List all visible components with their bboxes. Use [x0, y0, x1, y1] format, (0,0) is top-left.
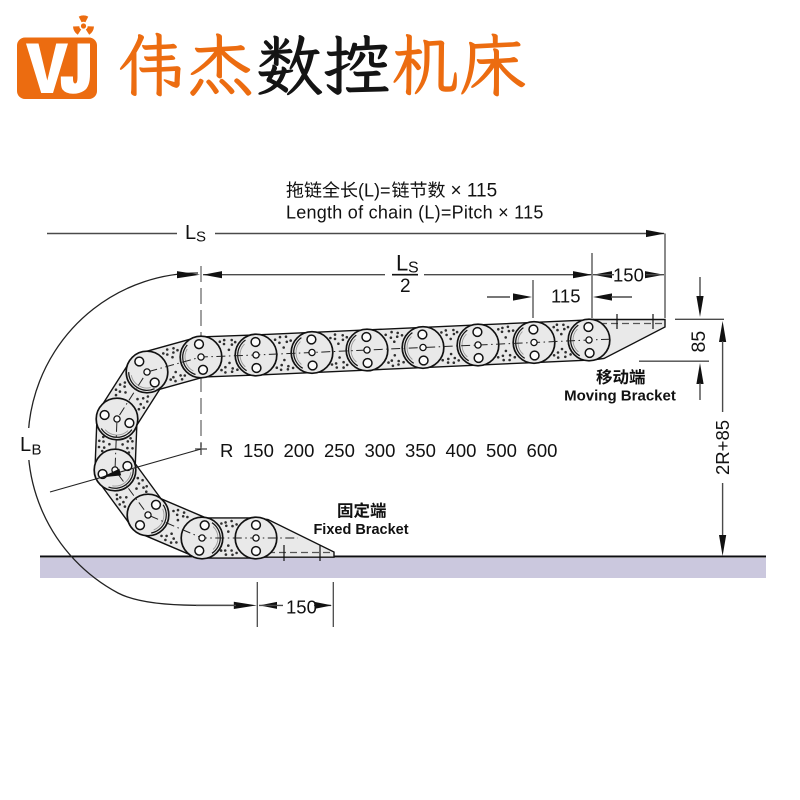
svg-text:S: S [408, 260, 419, 277]
svg-text:S: S [196, 229, 206, 246]
svg-text:Fixed Bracket: Fixed Bracket [313, 522, 408, 538]
svg-text:Moving Bracket: Moving Bracket [564, 388, 676, 405]
svg-text:× 115: × 115 [451, 181, 498, 202]
svg-text:L: L [20, 434, 31, 456]
svg-text:Length of chain (L)=Pitch × 11: Length of chain (L)=Pitch × 115 [286, 203, 544, 223]
svg-text:85: 85 [688, 331, 710, 353]
svg-text:R 150 200 250 300 350 400 500: R 150 200 250 300 350 400 500 600 [220, 440, 557, 461]
svg-text:150: 150 [613, 265, 644, 286]
svg-text:115: 115 [551, 286, 581, 307]
svg-text:L: L [185, 222, 196, 244]
svg-text:150: 150 [286, 597, 317, 618]
svg-text:L: L [396, 251, 408, 276]
svg-text:2: 2 [400, 276, 411, 297]
svg-text:(L)=: (L)= [358, 181, 391, 201]
svg-text:2R+85: 2R+85 [712, 420, 733, 475]
svg-text:B: B [32, 442, 42, 459]
